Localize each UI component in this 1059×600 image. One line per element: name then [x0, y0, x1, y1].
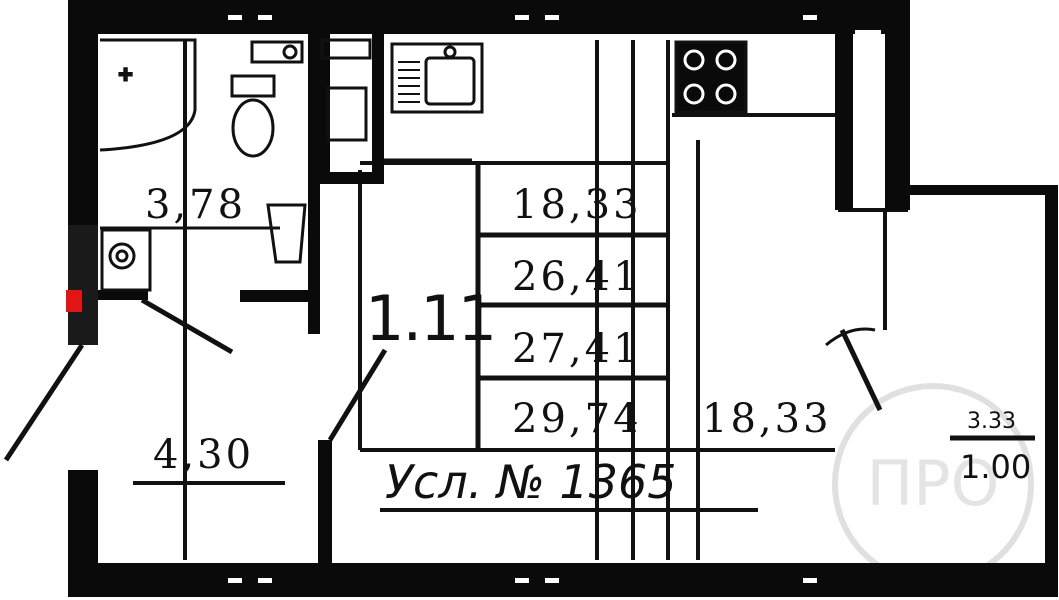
area-option-2: 26,41: [512, 254, 642, 300]
area-option-3: 27,41: [512, 326, 642, 372]
area-options-table: [475, 163, 668, 450]
stove-icon: [674, 40, 748, 114]
red-marker: [66, 290, 82, 312]
storage-door: [327, 348, 388, 442]
hall-area-label: 4,30: [153, 432, 254, 478]
kitchen-sink-icon: [390, 42, 484, 114]
bath-tap-icon: [250, 40, 304, 64]
labels: 18,33 26,41 27,41 29,74 3,78 4,30 1.11 1…: [133, 182, 1035, 512]
balcony-coefficient-label: 1.00: [960, 448, 1031, 486]
bathtub-icon: [99, 38, 197, 152]
storage-area-label: 1.11: [365, 282, 495, 355]
wall-ticks: [228, 15, 881, 583]
washing-machine-icon: [100, 228, 152, 292]
washbasin-icon: [266, 203, 307, 264]
bathroom-door: [140, 297, 234, 355]
entrance-door: [3, 343, 85, 462]
sink-drainboard-lines: [398, 61, 420, 103]
wardrobe-niche: [320, 38, 472, 162]
watermark-letters: ПРО: [867, 447, 1000, 520]
balcony-area-label: 3.33: [967, 409, 1016, 434]
living-area-label: 18,33: [702, 396, 832, 442]
unit-title: Усл. № 1365: [385, 455, 677, 509]
walls: [68, 0, 1058, 597]
area-option-4: 29,74: [512, 396, 642, 442]
area-option-1: 18,33: [512, 182, 642, 228]
bathroom-fixtures: +: [99, 38, 307, 292]
balcony-door: [839, 328, 883, 412]
doors: [3, 297, 883, 462]
toilet-icon: [231, 98, 275, 158]
toilet-tank-icon: [230, 74, 276, 98]
bathroom-area-label: 3,78: [145, 182, 246, 228]
bath-drain-icon: +: [118, 64, 133, 85]
kitchen-fixtures: [390, 40, 748, 114]
